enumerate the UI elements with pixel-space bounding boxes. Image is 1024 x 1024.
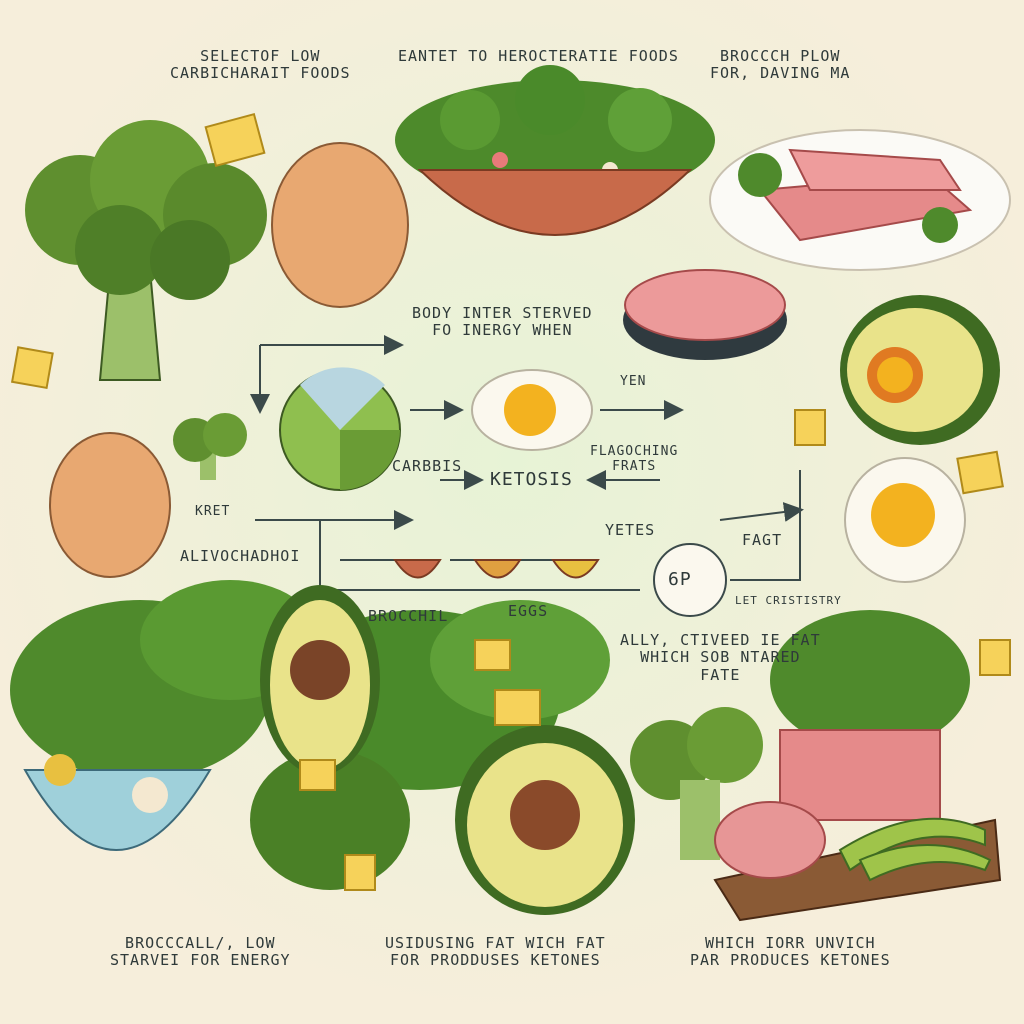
flow-fats-line2: FRATS [612,458,657,474]
steak-slice [623,269,787,360]
carbs-pie [279,367,401,491]
avocado-right [840,295,1000,445]
fried-egg [471,369,593,451]
header-top-right-line2: FOR, DAVING MA [710,64,851,83]
cutting-board [713,729,1002,922]
footer-center-line2: FOR PRODDUSES KETONES [390,951,601,970]
avocado-large [455,725,635,915]
flow-eggs: EGGS [508,602,549,620]
broccoli-bottom-right [630,707,763,860]
footer-left-line2: STARVEI FOR ENERGY [110,951,291,970]
small-bowls [393,559,600,579]
flow-fact: FAGT [742,531,783,549]
flow-broccoli: BROCCHIL [368,607,449,625]
flow-badge-text: 6P [668,569,692,590]
footer-right: WHICH IORR UNVICH PAR PRODUCES KETONES [690,934,891,970]
flow-carbs: CARBBIS [392,457,463,475]
flow-yen: YEN [620,374,647,389]
broccoli-small [173,413,247,480]
flow-note: ALLY, CTIVEED IE FAT WHICH SOB NTARED FA… [620,631,821,684]
header-top-right: BROCCCH PLOW FOR, DAVING MA [710,47,851,83]
badge-circle [653,543,727,617]
flow-body-energy: BODY INTER STERVED FO INERGY WHEN [412,304,593,340]
flow-note-line3: FATE [700,665,741,684]
flow-fats-line1: FLAGOCHING [590,444,679,459]
flow-body-energy-line2: FO INERGY WHEN [432,321,573,340]
header-top-left: SELECTOF LOW CARBICHARAIT FOODS [170,47,351,83]
flow-fats: FLAGOCHING FRATS [590,444,679,475]
footer-center-line1: USIDUSING FAT WICH FAT [385,934,606,952]
egg-left [49,432,171,578]
flow-ket: KRET [195,504,231,519]
egg-top [271,142,409,308]
flow-note-line2: WHICH SOB NTARED [640,648,801,667]
avocado-half [260,585,380,775]
boiled-egg [844,457,966,583]
footer-right-line1: WHICH IORR UNVICH [705,934,876,952]
broccoli-top-left [25,120,267,381]
flow-yetes: YETES [605,521,656,539]
footer-right-line2: PAR PRODUCES KETONES [690,951,891,970]
flow-alvochadhoi: ALIVOCHADHOI [180,547,301,565]
bowl-bottom-left [23,754,212,851]
header-top-center: EANTET TO HEROCTERATIE FOODS [398,47,679,65]
footer-center: USIDUSING FAT WICH FAT FOR PRODDUSES KET… [385,934,606,970]
header-top-left-line2: CARBICHARAIT FOODS [170,64,351,83]
plate-with-meat [709,129,1011,271]
salad-bowl [395,65,715,236]
footer-left: BROCCCALL/, LOW STARVEI FOR ENERGY [110,934,291,970]
flow-ketosis: KETOSIS [490,469,573,490]
flow-body-energy-line1: BODY INTER STERVED [412,304,593,322]
flow-ket-orb: LET CRISTISTRY [735,594,842,607]
header-top-right-line1: BROCCCH PLOW [720,47,841,65]
flow-note-line1: ALLY, CTIVEED IE FAT [620,631,821,649]
header-top-left-line1: SELECTOF LOW [200,47,321,65]
cheese-cubes [10,112,1011,891]
footer-left-line1: BROCCCALL/, LOW [125,934,276,952]
